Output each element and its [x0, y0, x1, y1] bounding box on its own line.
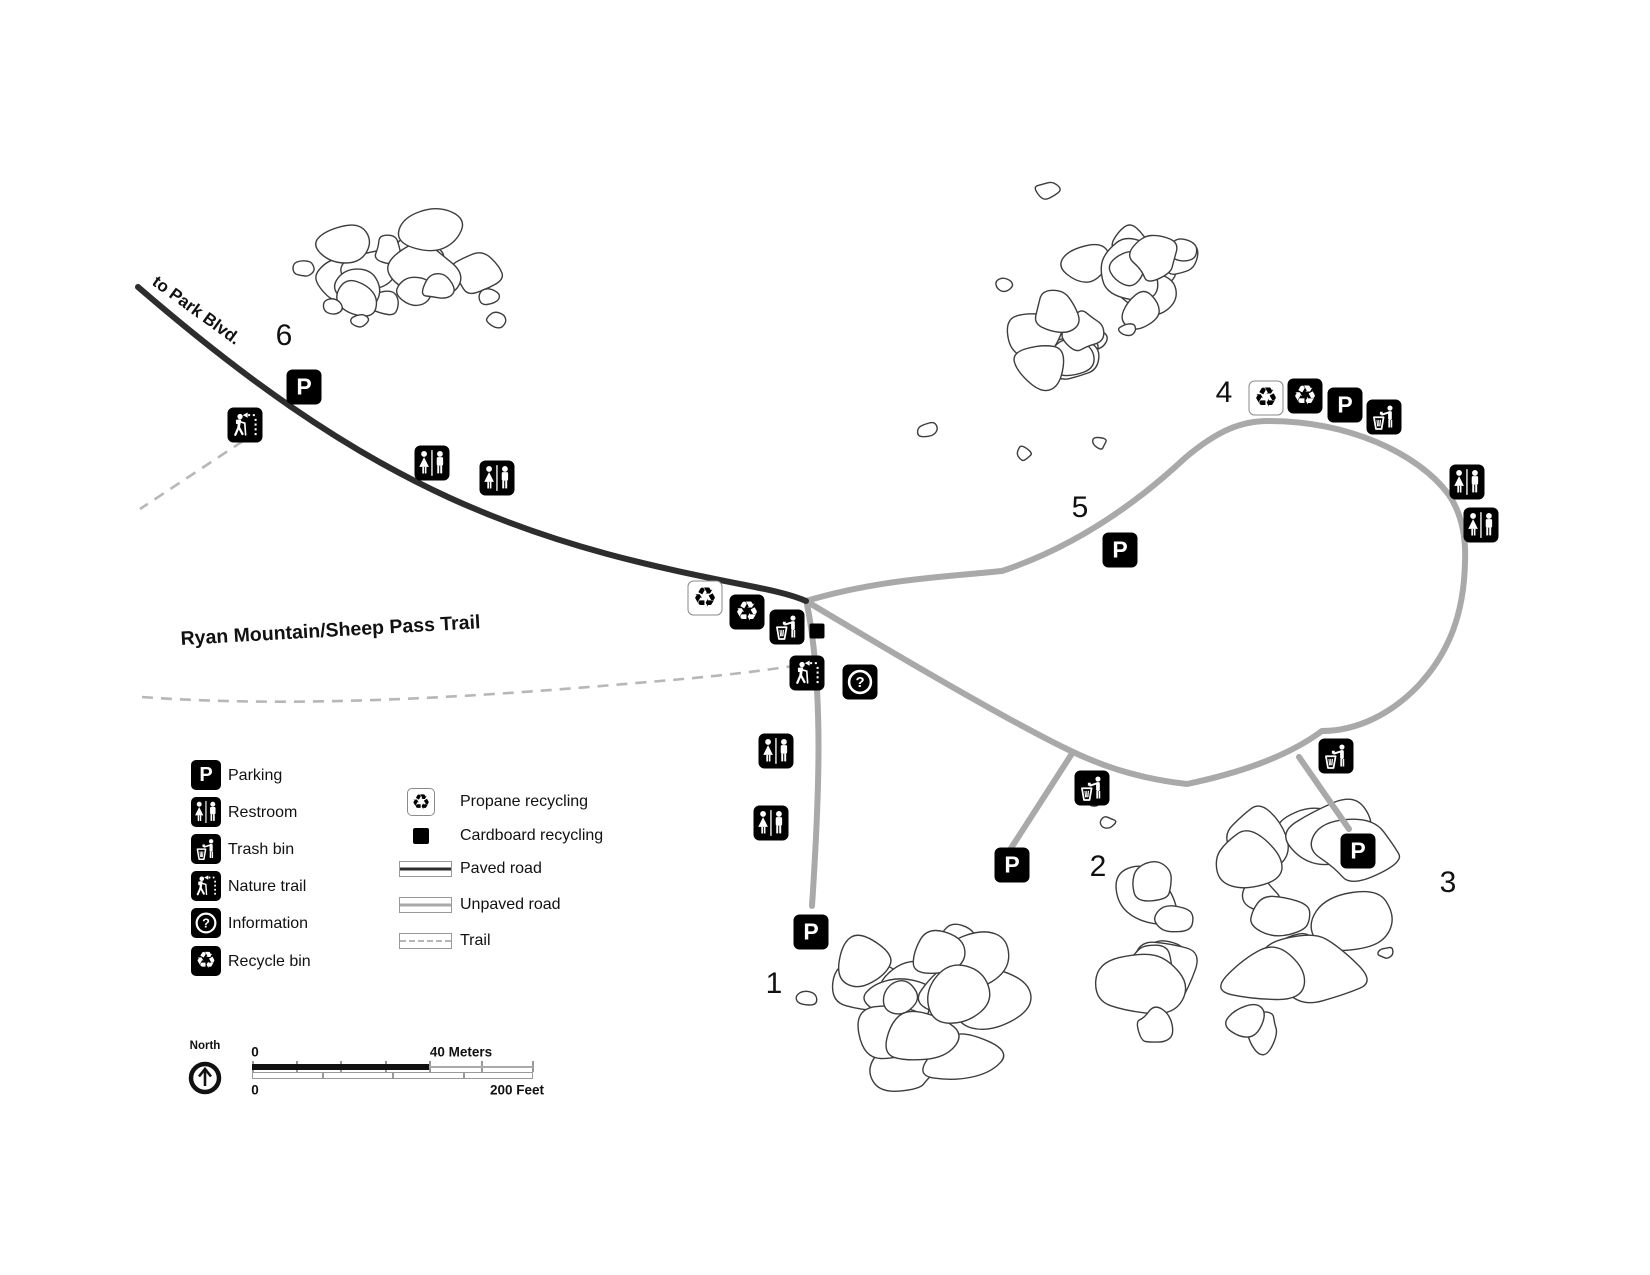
parking-icon: P [286, 369, 322, 405]
parking-icon: P [191, 760, 221, 790]
legend-label: Paved road [460, 860, 542, 877]
legend-label: Unpaved road [460, 896, 561, 913]
site3-spur-road-path [1296, 754, 1352, 832]
feet-zero-label: 0 [251, 1082, 259, 1098]
meters-bar [252, 1064, 429, 1070]
recycle-bin-icon: ♻ [729, 594, 765, 630]
nature-trail-icon [227, 407, 263, 443]
recycle-bin-icon: ♻ [191, 946, 221, 976]
propane-recycling-icon: ♻ [407, 788, 435, 816]
legend-label: Propane recycling [460, 793, 589, 810]
parking-icon: P [793, 914, 829, 950]
parking-icon: P [994, 847, 1030, 883]
legend-label: Cardboard recycling [460, 827, 604, 844]
nature-trail-path [139, 439, 244, 511]
site-number-5: 5 [1071, 491, 1089, 524]
nature-trail-icon [789, 655, 825, 691]
legend-label: Information [228, 915, 309, 932]
restroom-icon [753, 805, 789, 841]
meters-zero-label: 0 [251, 1044, 259, 1060]
restroom-icon [479, 460, 515, 496]
svg-text:?: ? [202, 915, 210, 930]
site-number-4: 4 [1215, 376, 1233, 409]
trash-bin-icon [1366, 399, 1402, 435]
rock-formations [292, 181, 1401, 1093]
legend-label: Recycle bin [228, 953, 311, 970]
site-number-6: 6 [275, 319, 293, 352]
legend-label: Parking [228, 767, 283, 784]
parking-icon: P [1327, 387, 1363, 423]
site1-spur-road-path [804, 601, 822, 909]
unpaved-loop-road-path [803, 417, 1469, 788]
propane-recycling-icon: ♻ [687, 580, 723, 616]
feet-end-label: 200 Feet [489, 1082, 545, 1098]
paved-road-path [135, 284, 809, 604]
information-icon: ? [842, 664, 878, 700]
parking-icon: P [1340, 833, 1376, 869]
site-number-2: 2 [1089, 850, 1107, 883]
cardboard-recycling-icon [809, 623, 825, 639]
north-arrow-icon [188, 1061, 222, 1095]
cardboard-recycling-icon [413, 828, 429, 844]
propane-recycling-icon: ♻ [1248, 380, 1284, 416]
trash-bin-icon [769, 609, 805, 645]
site2-spur-road-path [1003, 749, 1076, 859]
restroom-icon [414, 445, 450, 481]
svg-text:?: ? [855, 674, 864, 691]
trail-swatch [399, 933, 452, 949]
site-number-1: 1 [765, 967, 783, 1000]
site-number-3: 3 [1439, 866, 1457, 899]
meters-bar-extension [429, 1065, 533, 1069]
restroom-icon [1449, 464, 1485, 500]
trash-bin-icon [1318, 738, 1354, 774]
meters-end-label: 40 Meters [429, 1044, 493, 1060]
information-icon: ? [191, 908, 221, 938]
nature-trail-icon [191, 871, 221, 901]
north-label: North [189, 1040, 221, 1052]
trash-bin-icon [191, 834, 221, 864]
recycle-bin-icon: ♻ [1287, 378, 1323, 414]
restroom-icon [1463, 507, 1499, 543]
unpaved-road-swatch [399, 897, 452, 913]
restroom-icon [191, 797, 221, 827]
paved-road-swatch [399, 861, 452, 877]
legend-label: Trash bin [228, 841, 295, 858]
trash-bin-icon [1074, 770, 1110, 806]
legend-label: Trail [460, 932, 491, 949]
parking-icon: P [1102, 532, 1138, 568]
restroom-icon [758, 733, 794, 769]
legend-label: Nature trail [228, 878, 307, 895]
sheep-pass-trail-path [141, 664, 794, 703]
legend-label: Restroom [228, 804, 298, 821]
